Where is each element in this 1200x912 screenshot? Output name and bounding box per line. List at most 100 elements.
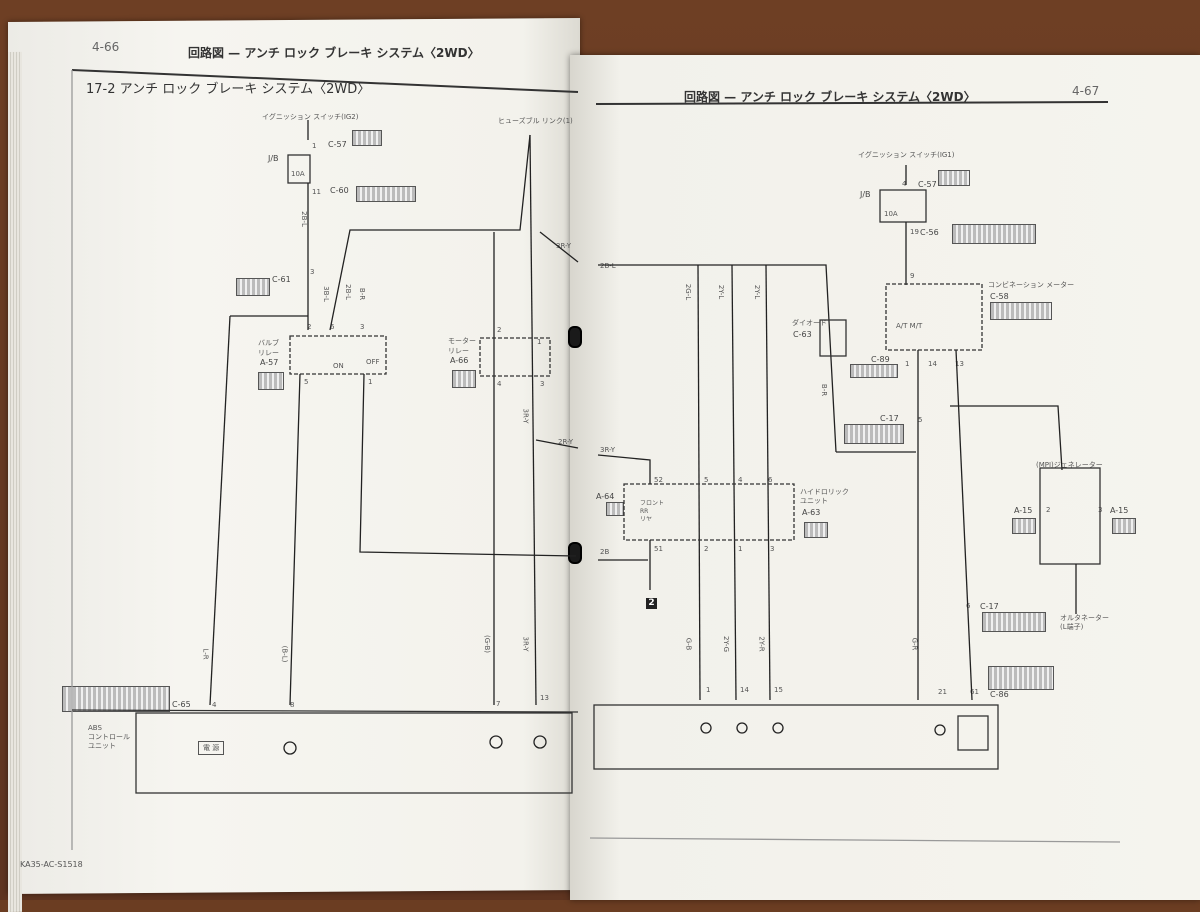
label-alternator: オルタネーター (L端子) <box>1060 614 1109 631</box>
callout-marker: 2 <box>646 598 657 609</box>
connector-glyph <box>258 372 284 390</box>
wire-color: B-R <box>358 287 367 301</box>
wire-color: 3B-L <box>321 286 330 302</box>
wire-color: 3R-Y <box>521 636 530 652</box>
label-ignition-switch-ig1: イグニッション スイッチ(IG1) <box>858 151 955 159</box>
pin-label: 1 <box>738 545 743 553</box>
label-hydraulic-unit: ハイドロリック ユニット <box>800 488 849 505</box>
pin-label: 1 <box>706 686 711 694</box>
conn-a15-left: A-15 <box>1014 506 1033 515</box>
wire-color: 3R-Y <box>521 408 530 424</box>
connector-glyph <box>850 364 898 378</box>
connector-glyph <box>352 130 382 146</box>
pin-label: 15 <box>774 686 783 694</box>
conn-c61-left: C-61 <box>272 275 291 284</box>
wire-color: 2Y-L <box>717 284 726 300</box>
pin-label: 13 <box>955 360 964 368</box>
label-jb-left: J/B <box>268 154 279 163</box>
wire-color: (G-B) <box>482 635 491 653</box>
wire-color: 2Y-R <box>757 636 766 652</box>
manual-page-left <box>8 18 580 912</box>
connector-glyph <box>62 686 170 712</box>
pin-label: 6 <box>330 323 335 331</box>
connector-glyph <box>844 424 904 444</box>
label-fuse-left: 10A <box>291 170 305 178</box>
conn-a66: A-66 <box>450 356 469 365</box>
wire-color: L-R <box>201 648 210 660</box>
pin-label: 1 <box>905 360 910 368</box>
wire-color: 3R-Y <box>556 242 572 250</box>
pin-label: 1 <box>368 378 373 386</box>
conn-c58: C-58 <box>990 292 1009 301</box>
connector-glyph <box>356 186 416 202</box>
label-at-mt: A/T M/T <box>896 322 923 330</box>
pin-label: 4 <box>902 180 907 188</box>
wire-color: 2G-L <box>684 283 693 301</box>
pin-label: 2 <box>307 323 312 331</box>
pin-label: 52 <box>654 476 663 484</box>
connector-glyph <box>804 522 828 538</box>
pin-label: 14 <box>740 686 749 694</box>
label-abs-ecu: ABS コントロール ユニット <box>88 724 130 750</box>
pin-label: 8 <box>290 701 295 709</box>
wire-color: 2R-Y <box>558 438 574 446</box>
conn-a63: A-63 <box>802 508 821 517</box>
connector-glyph <box>1112 518 1136 534</box>
pin-label: 4 <box>497 380 502 388</box>
manual-page-right <box>570 55 1200 900</box>
wire-color: 2B <box>600 548 610 556</box>
pin-label: 1 <box>537 338 542 346</box>
connector-glyph <box>938 170 970 186</box>
conn-a57: A-57 <box>260 358 279 367</box>
label-fusible-link: ヒューズブル リンク(1) <box>498 117 573 125</box>
connector-glyph <box>452 370 476 388</box>
wire-color: 3R-Y <box>600 446 616 454</box>
pin-label: 13 <box>540 694 549 702</box>
pin-label: 61 <box>970 688 979 696</box>
wire-color: 2B-L <box>299 211 308 227</box>
label-ignition-switch-ig2: イグニッション スイッチ(IG2) <box>262 113 359 121</box>
pin-label: 51 <box>654 545 663 553</box>
connector-glyph <box>1012 518 1036 534</box>
wire-color: 2B-L <box>343 284 352 300</box>
label-combination-meter: コンビネーション メーター <box>988 281 1075 289</box>
wire-color: G-R <box>910 637 919 651</box>
conn-c89: C-89 <box>871 355 890 364</box>
binder-hole <box>568 326 582 348</box>
pin-label: 14 <box>928 360 937 368</box>
pin-label: 3 <box>770 545 775 553</box>
wire-color: G-B <box>684 637 693 651</box>
connector-glyph <box>988 666 1054 690</box>
label-power-source: 電 源 <box>198 741 225 755</box>
label-off: OFF <box>366 358 380 366</box>
section-title: 17-2 アンチ ロック ブレーキ システム〈2WD〉 <box>86 82 371 97</box>
page-stack-edge <box>8 51 22 912</box>
label-reserve: フロント RR リヤ <box>640 500 665 523</box>
pin-label: 2 <box>497 326 502 334</box>
conn-a64: A-64 <box>596 492 615 501</box>
label-motor-relay: モーター リレー <box>448 337 476 355</box>
label-diode: ダイオード <box>792 319 827 327</box>
wire-color: B-R <box>820 383 829 397</box>
pin-label: 1 <box>312 142 317 150</box>
connector-glyph <box>990 302 1052 320</box>
label-on: ON <box>333 362 344 370</box>
pin-label: 3 <box>310 268 315 276</box>
connector-glyph <box>982 612 1046 632</box>
pin-label: 3 <box>360 323 365 331</box>
conn-c56: C-56 <box>920 228 939 237</box>
wire-color: 2Y-G <box>722 635 731 653</box>
label-fuse-right: 10A <box>884 210 898 218</box>
conn-c86: C-86 <box>990 690 1009 699</box>
wire-color: 2Y-L <box>753 284 762 300</box>
pin-label: 21 <box>938 688 947 696</box>
conn-c63: C-63 <box>793 330 812 339</box>
pin-label: 5 <box>918 416 923 424</box>
label-mpi-generator: (MPI)ジェネレーター <box>1036 461 1103 469</box>
pin-label: 5 <box>704 476 709 484</box>
pin-label: 2 <box>1046 506 1051 514</box>
connector-glyph <box>606 502 624 516</box>
pin-label: 19 <box>910 228 919 236</box>
right-page-number: 4-67 <box>1072 84 1100 98</box>
label-valve-relay: バルブ リレー <box>258 339 279 357</box>
